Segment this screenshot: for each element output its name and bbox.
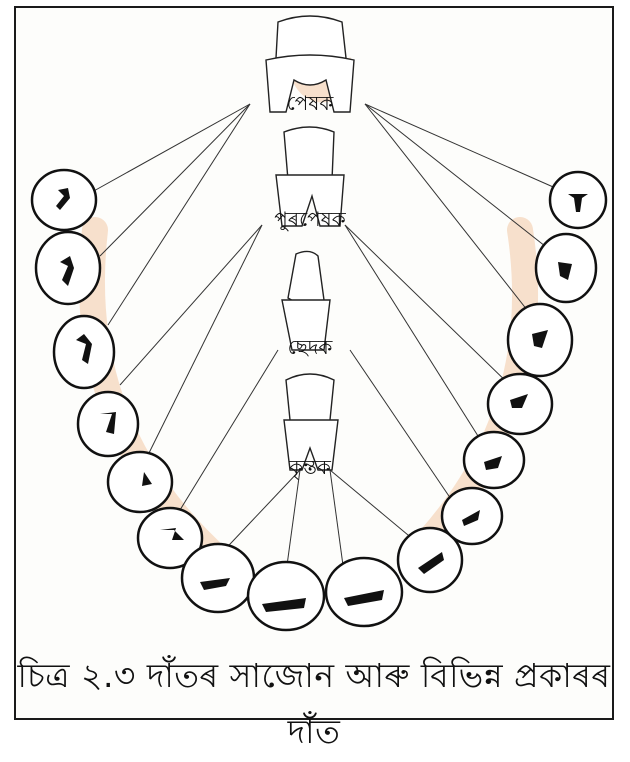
tooth-right-incisor-1	[326, 558, 402, 626]
tooth-left-premolar-2	[78, 392, 138, 456]
label-incisor: ছেদক	[288, 335, 334, 359]
tooth-left-incisor-1	[248, 562, 324, 630]
label-molar: পেষক	[287, 91, 335, 115]
figure-caption: চিত্ৰ ২.৩ দাঁতৰ সাজোন আৰু বিভিন্ন প্ৰকাৰ…	[14, 650, 614, 762]
label-premolar: পুৰপেষক	[274, 207, 346, 231]
tooth-left-incisor-2	[182, 544, 254, 612]
dental-arch-diagram: পেষক পুৰপেষক ছেদক কৃন্তক	[0, 0, 630, 728]
label-canine: কৃন্তক	[288, 455, 332, 479]
tooth-left-premolar-1	[108, 452, 172, 512]
